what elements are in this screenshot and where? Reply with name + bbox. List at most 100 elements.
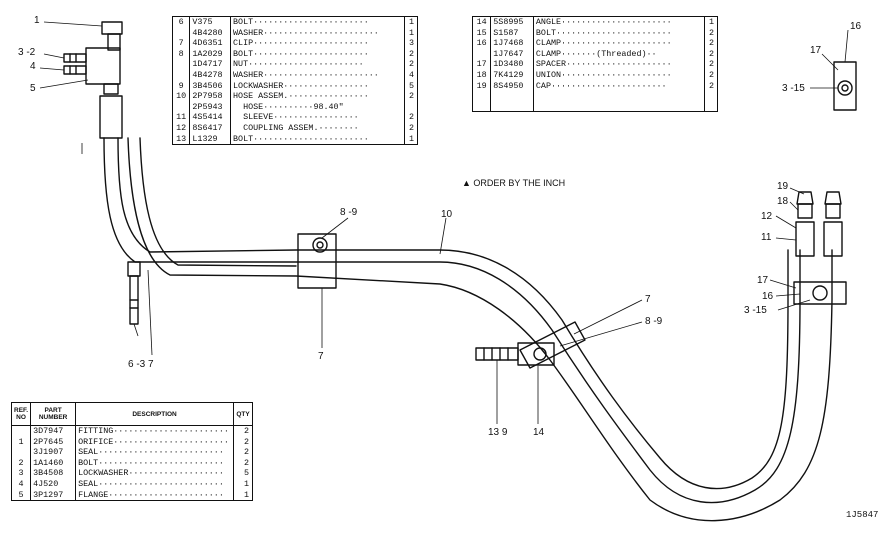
quantity: 1 [708, 17, 714, 27]
part-number: 2P7958 [189, 91, 232, 102]
quantity [405, 102, 418, 113]
part-number: 3B4508 [30, 468, 77, 479]
description: NUT······················· [230, 59, 406, 70]
quantity: 4 [408, 69, 414, 80]
ref-no [472, 48, 492, 60]
hose-length: 98.40" [313, 101, 344, 112]
part-number: V375 [189, 16, 232, 28]
part-number: 8S6417 [189, 122, 232, 134]
part-number: 4B4278 [189, 69, 232, 81]
ref-no: 10 [172, 91, 191, 102]
description: ORIFICE······················· [75, 436, 234, 448]
ref-no: 13 [172, 133, 191, 145]
part-number: 4S5414 [189, 112, 232, 123]
ref-no-header: REF. NO [11, 402, 32, 426]
quantity: 2 [708, 38, 714, 49]
description: CLIP······················· [230, 38, 406, 49]
part-number: S1587 [490, 27, 534, 39]
quantity: 2 [708, 69, 714, 80]
callout-1: 1 [34, 15, 40, 26]
ref-no [172, 101, 191, 113]
callout-18: 18 [777, 196, 789, 207]
part-number: 5S8995 [490, 16, 534, 28]
description: HOSE··········98.40" [230, 101, 406, 113]
part-number: 7K4129 [490, 69, 534, 81]
quantity: 2 [243, 426, 249, 436]
description: WASHER······················· [230, 69, 406, 81]
ref-no: 8 [172, 48, 191, 60]
fitting-block [63, 21, 123, 95]
ref-no: 11 [172, 112, 191, 123]
ref-no: 5 [11, 489, 32, 501]
callout-6-3-7: 6 -3 7 [128, 359, 154, 370]
description: CAP······················· [533, 80, 705, 92]
clamp-center [297, 233, 337, 289]
description: SPACER····················· [533, 59, 705, 70]
parts-table-bottom: REF. NO PART NUMBER DESCRIPTION QTY 3D79… [11, 402, 253, 502]
callout-8-9-right: 8 -9 [645, 316, 663, 327]
quantity: 2 [408, 59, 414, 70]
callout-3-15-right: 3 -15 [744, 305, 767, 316]
part-number: 3B4506 [189, 80, 232, 92]
part-number: 1J7647 [490, 48, 534, 60]
ref-no [172, 27, 191, 39]
ref-no: 14 [472, 16, 492, 28]
quantity: 1 [243, 478, 249, 489]
callout-17-detail: 17 [810, 45, 822, 56]
ref-no: 17 [472, 59, 492, 70]
description-header: DESCRIPTION [75, 402, 234, 426]
callout-11: 11 [761, 232, 772, 243]
quantity: 2 [243, 447, 249, 458]
quantity: 1 [408, 133, 414, 144]
part-number: 4B4280 [189, 27, 232, 39]
upper-sleeve [99, 95, 123, 139]
callout-5: 5 [30, 83, 36, 94]
description: ANGLE······················ [533, 16, 705, 28]
description: BOLT························· [75, 457, 234, 469]
ref-no: 12 [172, 122, 191, 134]
ref-no [11, 425, 32, 437]
ref-no: 19 [472, 80, 492, 92]
description: BOLT······················· [230, 16, 406, 28]
callout-4: 4 [30, 61, 36, 72]
part-number: 3J1907 [30, 447, 77, 458]
part-number: 1D3480 [490, 59, 534, 70]
part-number: 1A1460 [30, 457, 77, 469]
clamp-note: (Threaded) [596, 48, 647, 59]
description: BOLT······················· [533, 27, 705, 39]
ref-no: 9 [172, 80, 191, 92]
callout-16-right: 16 [762, 291, 774, 302]
ref-no: 1 [11, 436, 32, 448]
quantity: 2 [243, 436, 249, 447]
description: LOCKWASHER··················· [75, 468, 234, 479]
part-number: L1329 [189, 133, 232, 145]
ref-no [11, 447, 32, 458]
quantity: 2 [408, 48, 414, 59]
quantity: 1 [243, 489, 249, 500]
description: BOLT······················· [230, 48, 406, 60]
table-header: REF. NO PART NUMBER DESCRIPTION QTY [11, 402, 253, 426]
callout-3-2: 3 -2 [18, 47, 36, 58]
description: COUPLING ASSEM.········ [230, 122, 406, 134]
part-number: 4D6351 [189, 38, 232, 49]
quantity: 3 [408, 38, 414, 49]
part-number: 1D4717 [189, 59, 232, 70]
callout-8-9-top: 8 -9 [340, 207, 358, 218]
description: SEAL························· [75, 478, 234, 490]
description: BOLT······················· [230, 133, 406, 145]
